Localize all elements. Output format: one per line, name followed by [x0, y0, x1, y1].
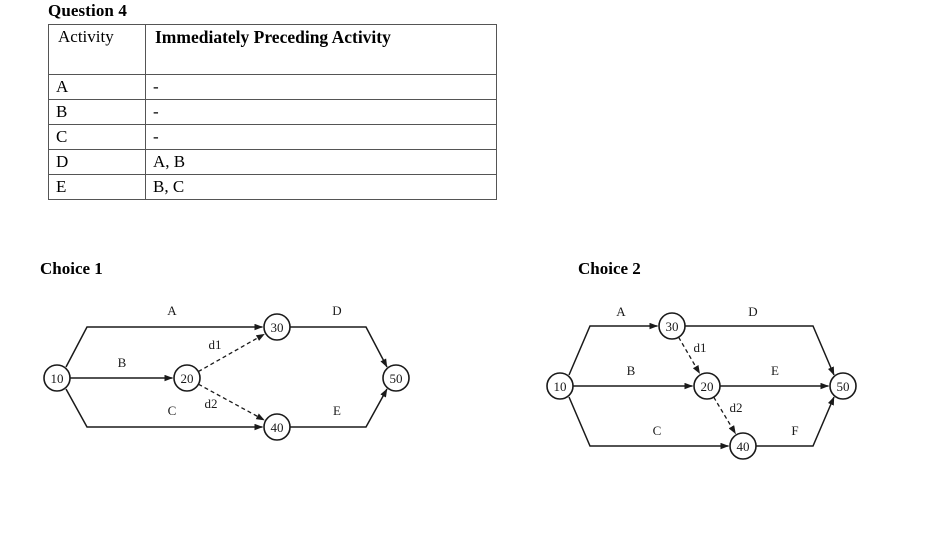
edge-label-D: D	[748, 304, 757, 319]
table-header-row: Activity Immediately Preceding Activity	[48, 24, 497, 75]
column-header-activity: Activity	[48, 24, 146, 75]
choice-1-diagram: A B C D Ed1 d2 10 20 30 40 50	[43, 303, 410, 441]
edge-label-F: F	[791, 423, 798, 438]
node-20	[693, 372, 721, 400]
node-label-50: 50	[390, 371, 403, 386]
node-50	[829, 372, 857, 400]
node-label-10: 10	[554, 379, 567, 394]
edge-F	[756, 396, 835, 447]
edge-C	[568, 396, 729, 450]
node-20	[173, 364, 201, 392]
node-50	[382, 364, 410, 392]
edge-label-A: A	[616, 304, 626, 319]
edge-D	[290, 326, 388, 368]
edge-label-C: C	[168, 403, 177, 418]
edge-d2	[713, 396, 737, 435]
node-10	[43, 364, 71, 392]
table-row: A -	[48, 74, 497, 100]
table-row: B -	[48, 99, 497, 125]
edge-D	[685, 325, 835, 376]
activity-precedence-table: Activity Immediately Preceding Activity …	[48, 24, 497, 200]
node-30	[658, 312, 686, 340]
node-label-30: 30	[271, 320, 284, 335]
edge-label-E: E	[771, 363, 779, 378]
edge-label-C: C	[653, 423, 662, 438]
column-header-preceding-activity: Immediately Preceding Activity	[145, 24, 497, 75]
edge-label-d2: d2	[205, 396, 218, 411]
node-label-50: 50	[837, 379, 850, 394]
cell-preceding: B, C	[145, 174, 497, 200]
node-label-40: 40	[271, 420, 284, 435]
cell-activity: C	[48, 124, 146, 150]
cell-activity: A	[48, 74, 146, 100]
node-label-10: 10	[51, 371, 64, 386]
node-label-20: 20	[181, 371, 194, 386]
table-row: E B, C	[48, 174, 497, 200]
edge-d2	[198, 383, 265, 421]
cell-activity: D	[48, 149, 146, 175]
edge-label-d2: d2	[730, 400, 743, 415]
choice-2-diagram: A B C D E Fd1 d2 10 30 20 40 50	[546, 304, 857, 460]
table-row: D A, B	[48, 149, 497, 175]
edge-label-B: B	[118, 355, 127, 370]
cell-activity: B	[48, 99, 146, 125]
edge-label-d1: d1	[694, 340, 707, 355]
edge-label-B: B	[627, 363, 636, 378]
edge-label-A: A	[167, 303, 177, 318]
page-title: Question 4	[48, 1, 127, 20]
edge-A	[65, 323, 263, 368]
node-label-40: 40	[737, 439, 750, 454]
edge-d1	[197, 333, 265, 373]
node-30	[263, 313, 291, 341]
edge-label-d1: d1	[209, 337, 222, 352]
edge-E	[290, 388, 388, 428]
cell-preceding: -	[145, 99, 497, 125]
node-label-20: 20	[701, 379, 714, 394]
node-10	[546, 372, 574, 400]
cell-activity: E	[48, 174, 146, 200]
edge-C	[65, 388, 263, 431]
edge-A	[568, 322, 658, 376]
choice-2-title: Choice 2	[578, 259, 641, 278]
node-40	[263, 413, 291, 441]
cell-preceding: A, B	[145, 149, 497, 175]
choice-1-title: Choice 1	[40, 259, 103, 278]
node-40	[729, 432, 757, 460]
edge-label-D: D	[332, 303, 341, 318]
node-label-30: 30	[666, 319, 679, 334]
edge-label-E: E	[333, 403, 341, 418]
